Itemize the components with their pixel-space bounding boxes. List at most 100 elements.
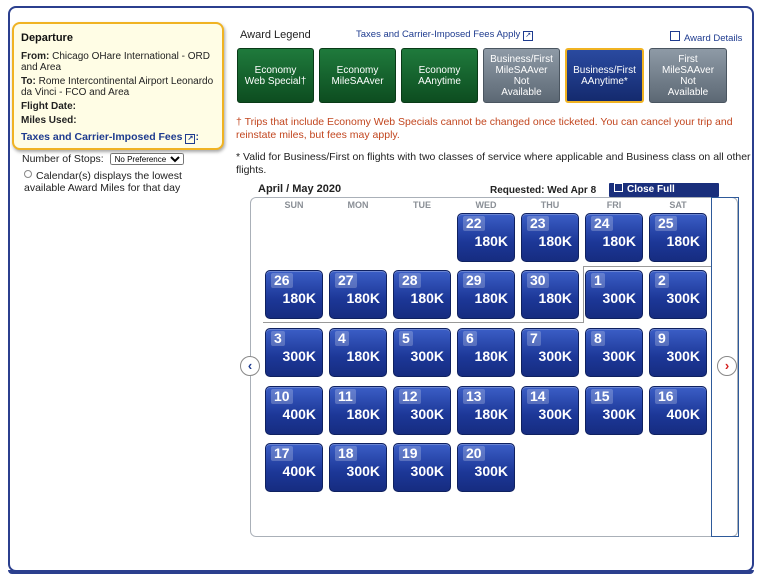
calendar-note: Calendar(s) displays the lowest availabl… xyxy=(24,170,224,194)
award-miles-value: 180K xyxy=(538,290,572,306)
award-legend-title: Award Legend xyxy=(240,29,311,41)
fees-link[interactable]: Taxes and Carrier-Imposed Fees xyxy=(21,131,183,143)
month-label: April / May 2020 xyxy=(258,183,342,195)
legend-line: MileSAAver xyxy=(495,64,548,76)
day-number: 1 xyxy=(591,273,605,288)
day-number: 9 xyxy=(655,331,669,346)
next-week-button[interactable]: › xyxy=(717,356,737,376)
from-value: Chicago OHare International - ORD and Ar… xyxy=(21,51,210,73)
day-number: 11 xyxy=(335,389,356,404)
day-of-week-fri: FRI xyxy=(606,200,622,210)
award-miles-value: 180K xyxy=(346,290,380,306)
award-miles-value: 300K xyxy=(410,406,444,422)
award-miles-value: 300K xyxy=(666,290,700,306)
legend-line: Economy xyxy=(336,64,379,76)
day-number: 18 xyxy=(335,446,357,461)
calendar-day-cell[interactable]: 17 400K xyxy=(265,443,323,492)
calendar-day-cell[interactable]: 11 180K xyxy=(329,386,387,435)
award-miles-value: 180K xyxy=(474,290,508,306)
stops-select[interactable]: No Preference xyxy=(109,153,184,165)
day-number: 29 xyxy=(463,273,485,288)
day-number: 15 xyxy=(591,389,613,404)
previous-week-button[interactable]: ‹ xyxy=(240,356,260,376)
calendar-day-cell[interactable]: 18 300K xyxy=(329,443,387,492)
award-miles-value: 300K xyxy=(602,290,636,306)
external-link-icon[interactable]: ↗ xyxy=(185,134,196,144)
calendar-day-cell[interactable]: 9 300K xyxy=(649,328,707,377)
external-link-icon[interactable]: ↗ xyxy=(523,31,534,41)
legend-line: Web Special† xyxy=(244,75,307,87)
day-number: 25 xyxy=(655,216,677,231)
legend-line: AAnytime xyxy=(418,75,461,87)
calendar-day-cell[interactable]: 1 300K xyxy=(585,270,643,319)
day-of-week-wed: WED xyxy=(475,200,497,210)
day-number: 24 xyxy=(591,216,613,231)
calendar-day-cell[interactable]: 15 300K xyxy=(585,386,643,435)
month-divider xyxy=(583,266,711,267)
legend-line: MileSAAver xyxy=(331,75,384,87)
award-miles-value: 400K xyxy=(282,463,316,479)
day-number: 4 xyxy=(335,331,349,346)
award-miles-value: 180K xyxy=(346,406,380,422)
calendar-day-cell[interactable]: 19 300K xyxy=(393,443,451,492)
award-miles-value: 300K xyxy=(538,406,572,422)
taxes-fees-link-text[interactable]: Taxes and Carrier-Imposed Fees Apply xyxy=(356,29,521,40)
day-number: 23 xyxy=(527,216,549,231)
legend-line: Not xyxy=(680,75,696,87)
award-miles-value: 180K xyxy=(602,233,636,249)
award-miles-value: 180K xyxy=(282,290,316,306)
day-number: 19 xyxy=(399,446,421,461)
day-number: 17 xyxy=(271,446,293,461)
award-miles-value: 300K xyxy=(346,463,380,479)
award-details-text[interactable]: Award Details xyxy=(684,33,743,44)
stops-filter: Number of Stops: No Preference xyxy=(22,153,184,165)
calendar-note-text: Calendar(s) displays the lowest availabl… xyxy=(24,170,182,194)
award-miles-value: 300K xyxy=(666,348,700,364)
award-miles-value: 180K xyxy=(474,348,508,364)
requested-date: Requested: Wed Apr 8 xyxy=(490,185,597,196)
day-number: 12 xyxy=(399,389,421,404)
calendar-day-cell[interactable]: 12 300K xyxy=(393,386,451,435)
close-full-calendar-button[interactable]: Close Full Calendar xyxy=(609,183,719,209)
legend-line: Business/First xyxy=(573,64,636,76)
calendar-day-cell[interactable]: 6 180K xyxy=(457,328,515,377)
day-of-week-sun: SUN xyxy=(284,200,304,210)
day-number: 6 xyxy=(463,331,477,346)
award-miles-value: 300K xyxy=(602,406,636,422)
departure-heading: Departure xyxy=(21,32,73,44)
award-miles-value: 300K xyxy=(410,463,444,479)
web-special-disclaimer: † Trips that include Economy Web Special… xyxy=(236,116,733,141)
legend-line: Business/First xyxy=(490,53,553,65)
calendar-day-cell[interactable]: 29 180K xyxy=(457,270,515,319)
calendar-grid-icon xyxy=(614,183,623,192)
calendar-day-cell[interactable]: 24 180K xyxy=(585,213,643,262)
day-of-week-mon: MON xyxy=(347,200,369,210)
flight-date-label: Flight Date: xyxy=(21,101,76,112)
taxes-fees-link[interactable]: Taxes and Carrier-Imposed Fees Apply↗ xyxy=(356,29,534,41)
award-details-link[interactable]: Award Details xyxy=(670,31,742,44)
